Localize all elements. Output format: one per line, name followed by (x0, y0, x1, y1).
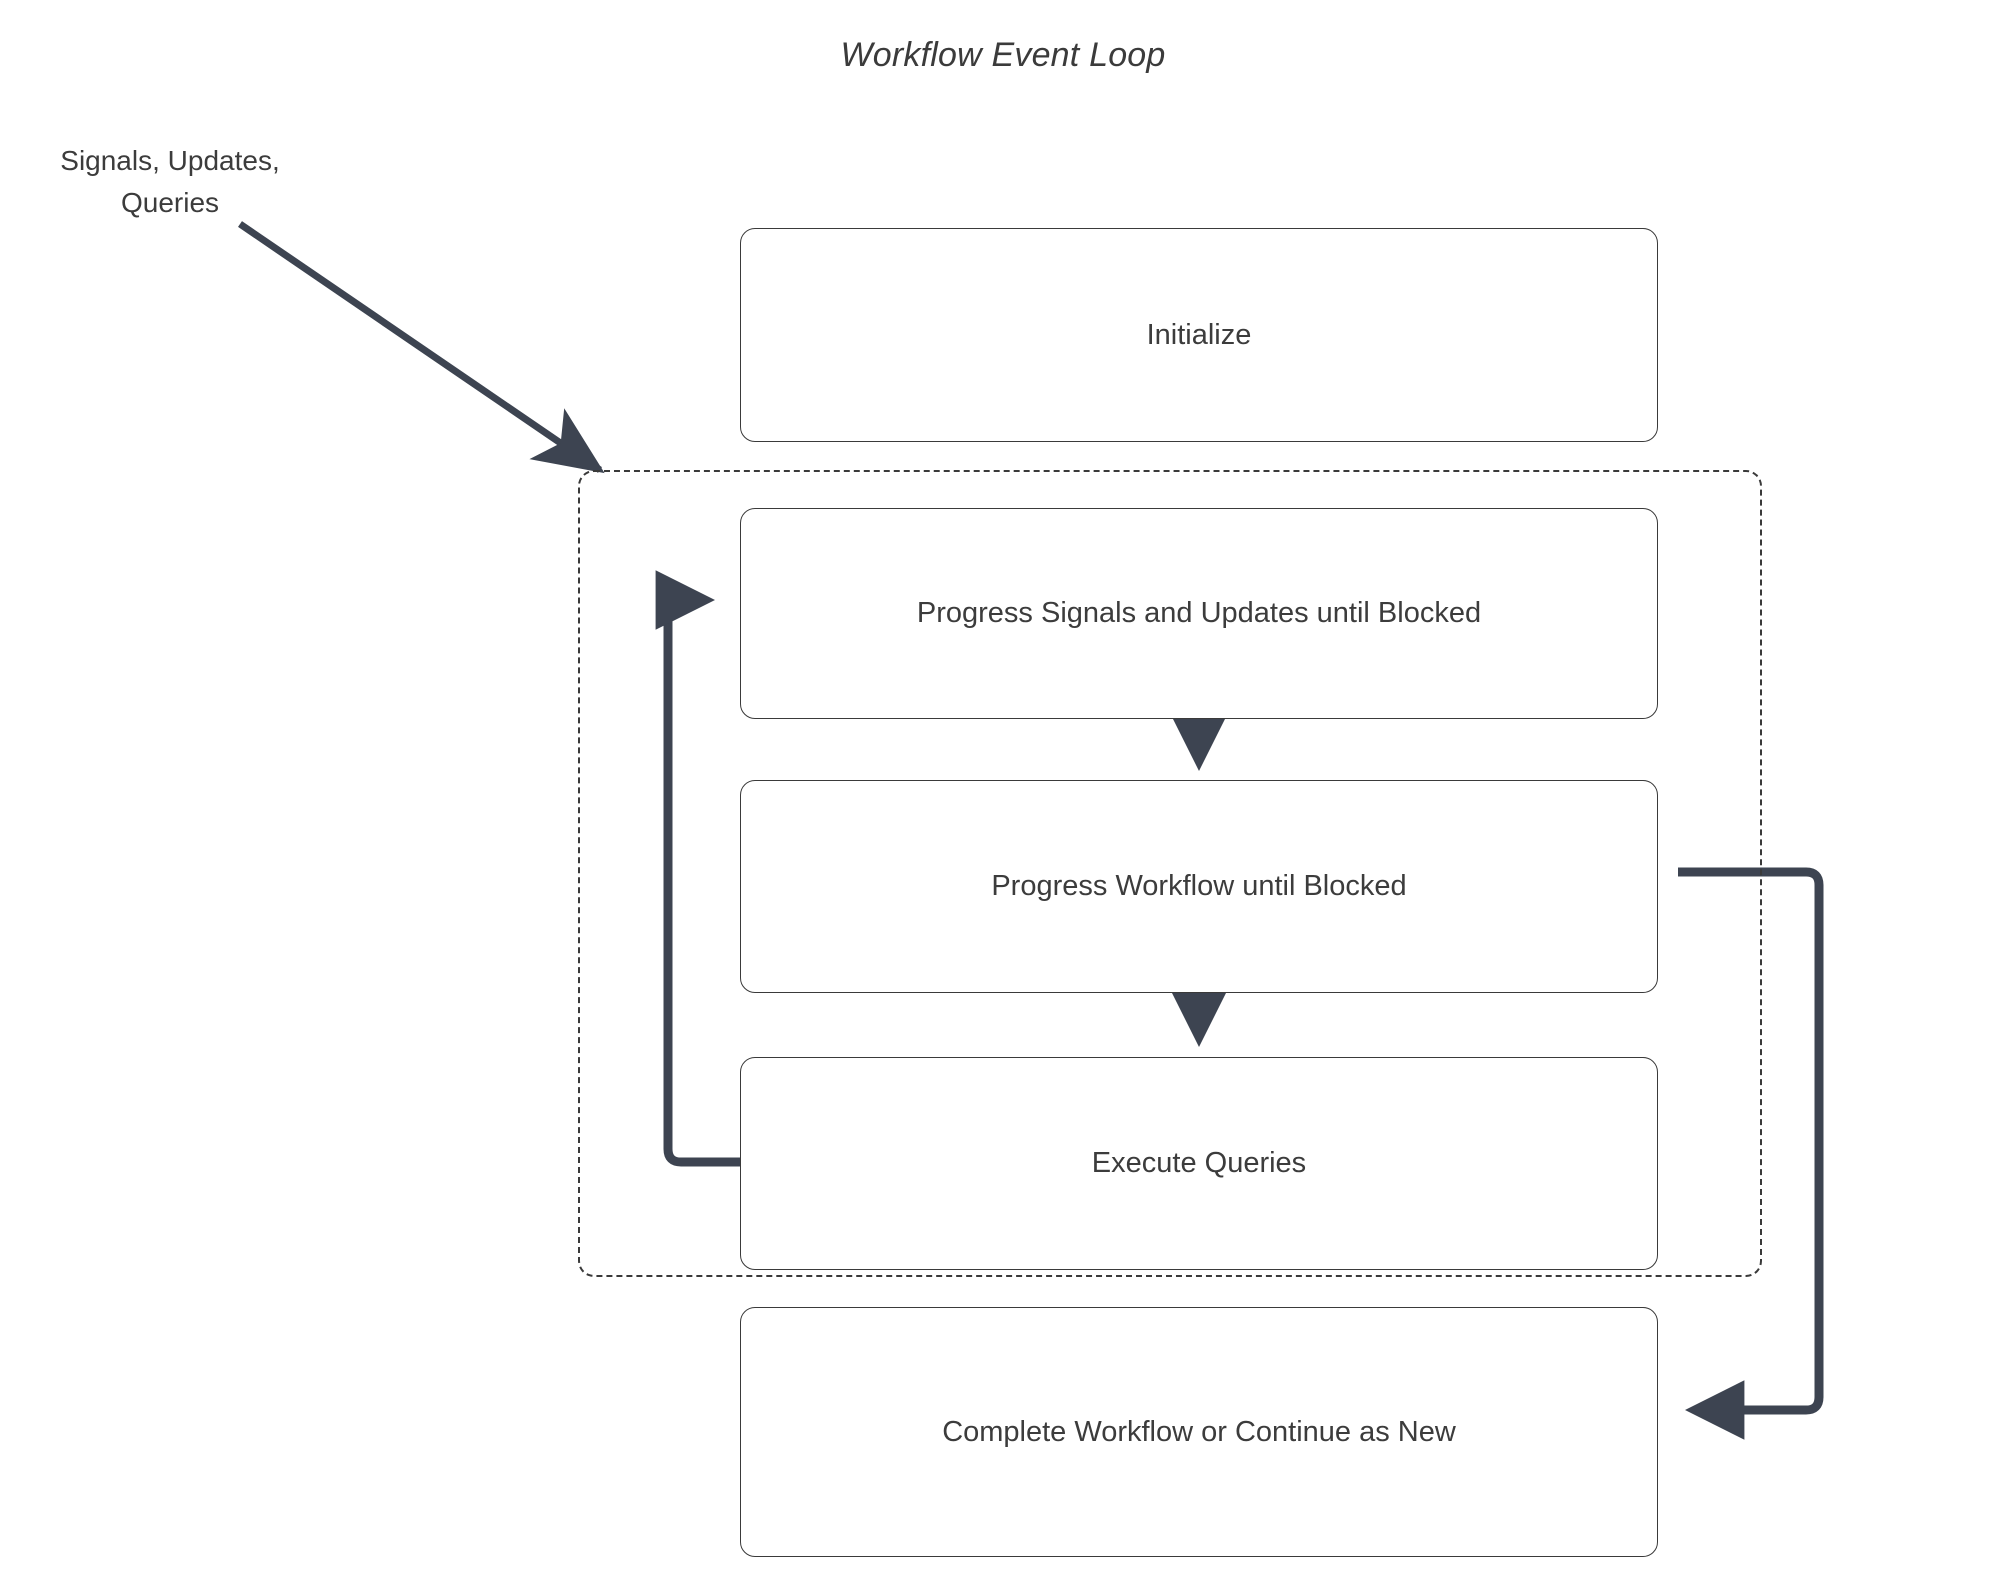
input-source-label: Signals, Updates, Queries (60, 145, 280, 218)
node-complete-workflow[interactable]: Complete Workflow or Continue as New (740, 1307, 1658, 1557)
node-execute-queries[interactable]: Execute Queries (740, 1057, 1658, 1270)
connector-input-to-loop (238, 221, 605, 474)
node-progress-signals-and-updates[interactable]: Progress Signals and Updates until Block… (740, 508, 1658, 719)
node-initialize[interactable]: Initialize (740, 228, 1658, 442)
page-title: Workflow Event Loop (840, 36, 1166, 74)
event-loop-container (578, 470, 1762, 1277)
node-progress-workflow[interactable]: Progress Workflow until Blocked (740, 780, 1658, 993)
